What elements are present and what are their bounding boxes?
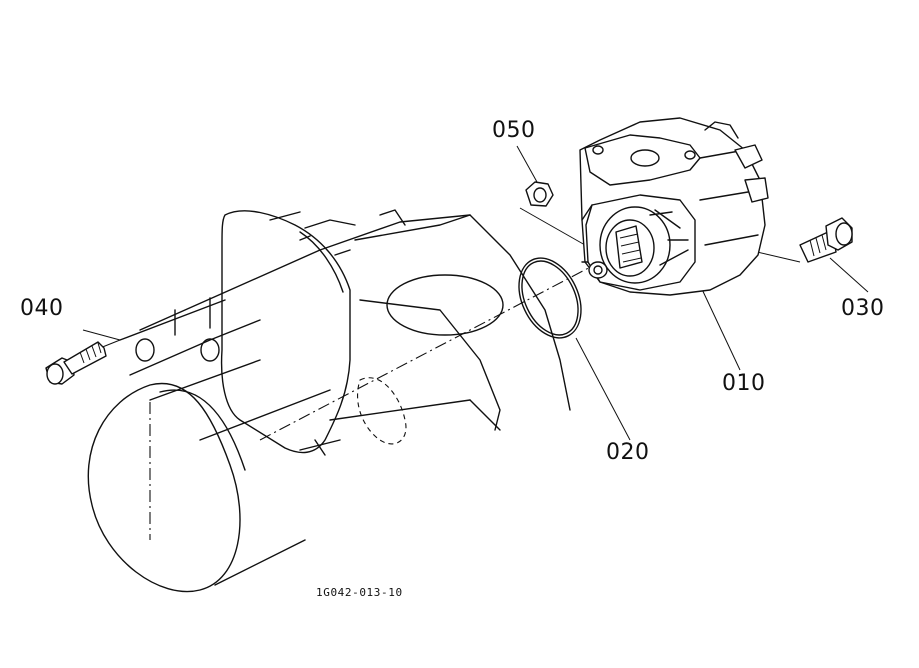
- pump-010: [579, 117, 769, 296]
- callout-030: 030: [841, 296, 885, 321]
- callout-040: 040: [20, 296, 64, 321]
- callout-020: 020: [606, 440, 650, 465]
- callout-010: 010: [722, 371, 766, 396]
- leader-lines: [82, 145, 869, 441]
- bolt-040: [45, 341, 107, 385]
- nut-050: [525, 181, 554, 207]
- callout-050: 050: [492, 118, 536, 143]
- transmission-housing: [87, 209, 571, 593]
- drawing-number: 1G042-013-10: [316, 586, 403, 599]
- bolt-030: [799, 217, 853, 263]
- o-ring-020: [518, 257, 582, 339]
- assembly-axis: [259, 261, 601, 441]
